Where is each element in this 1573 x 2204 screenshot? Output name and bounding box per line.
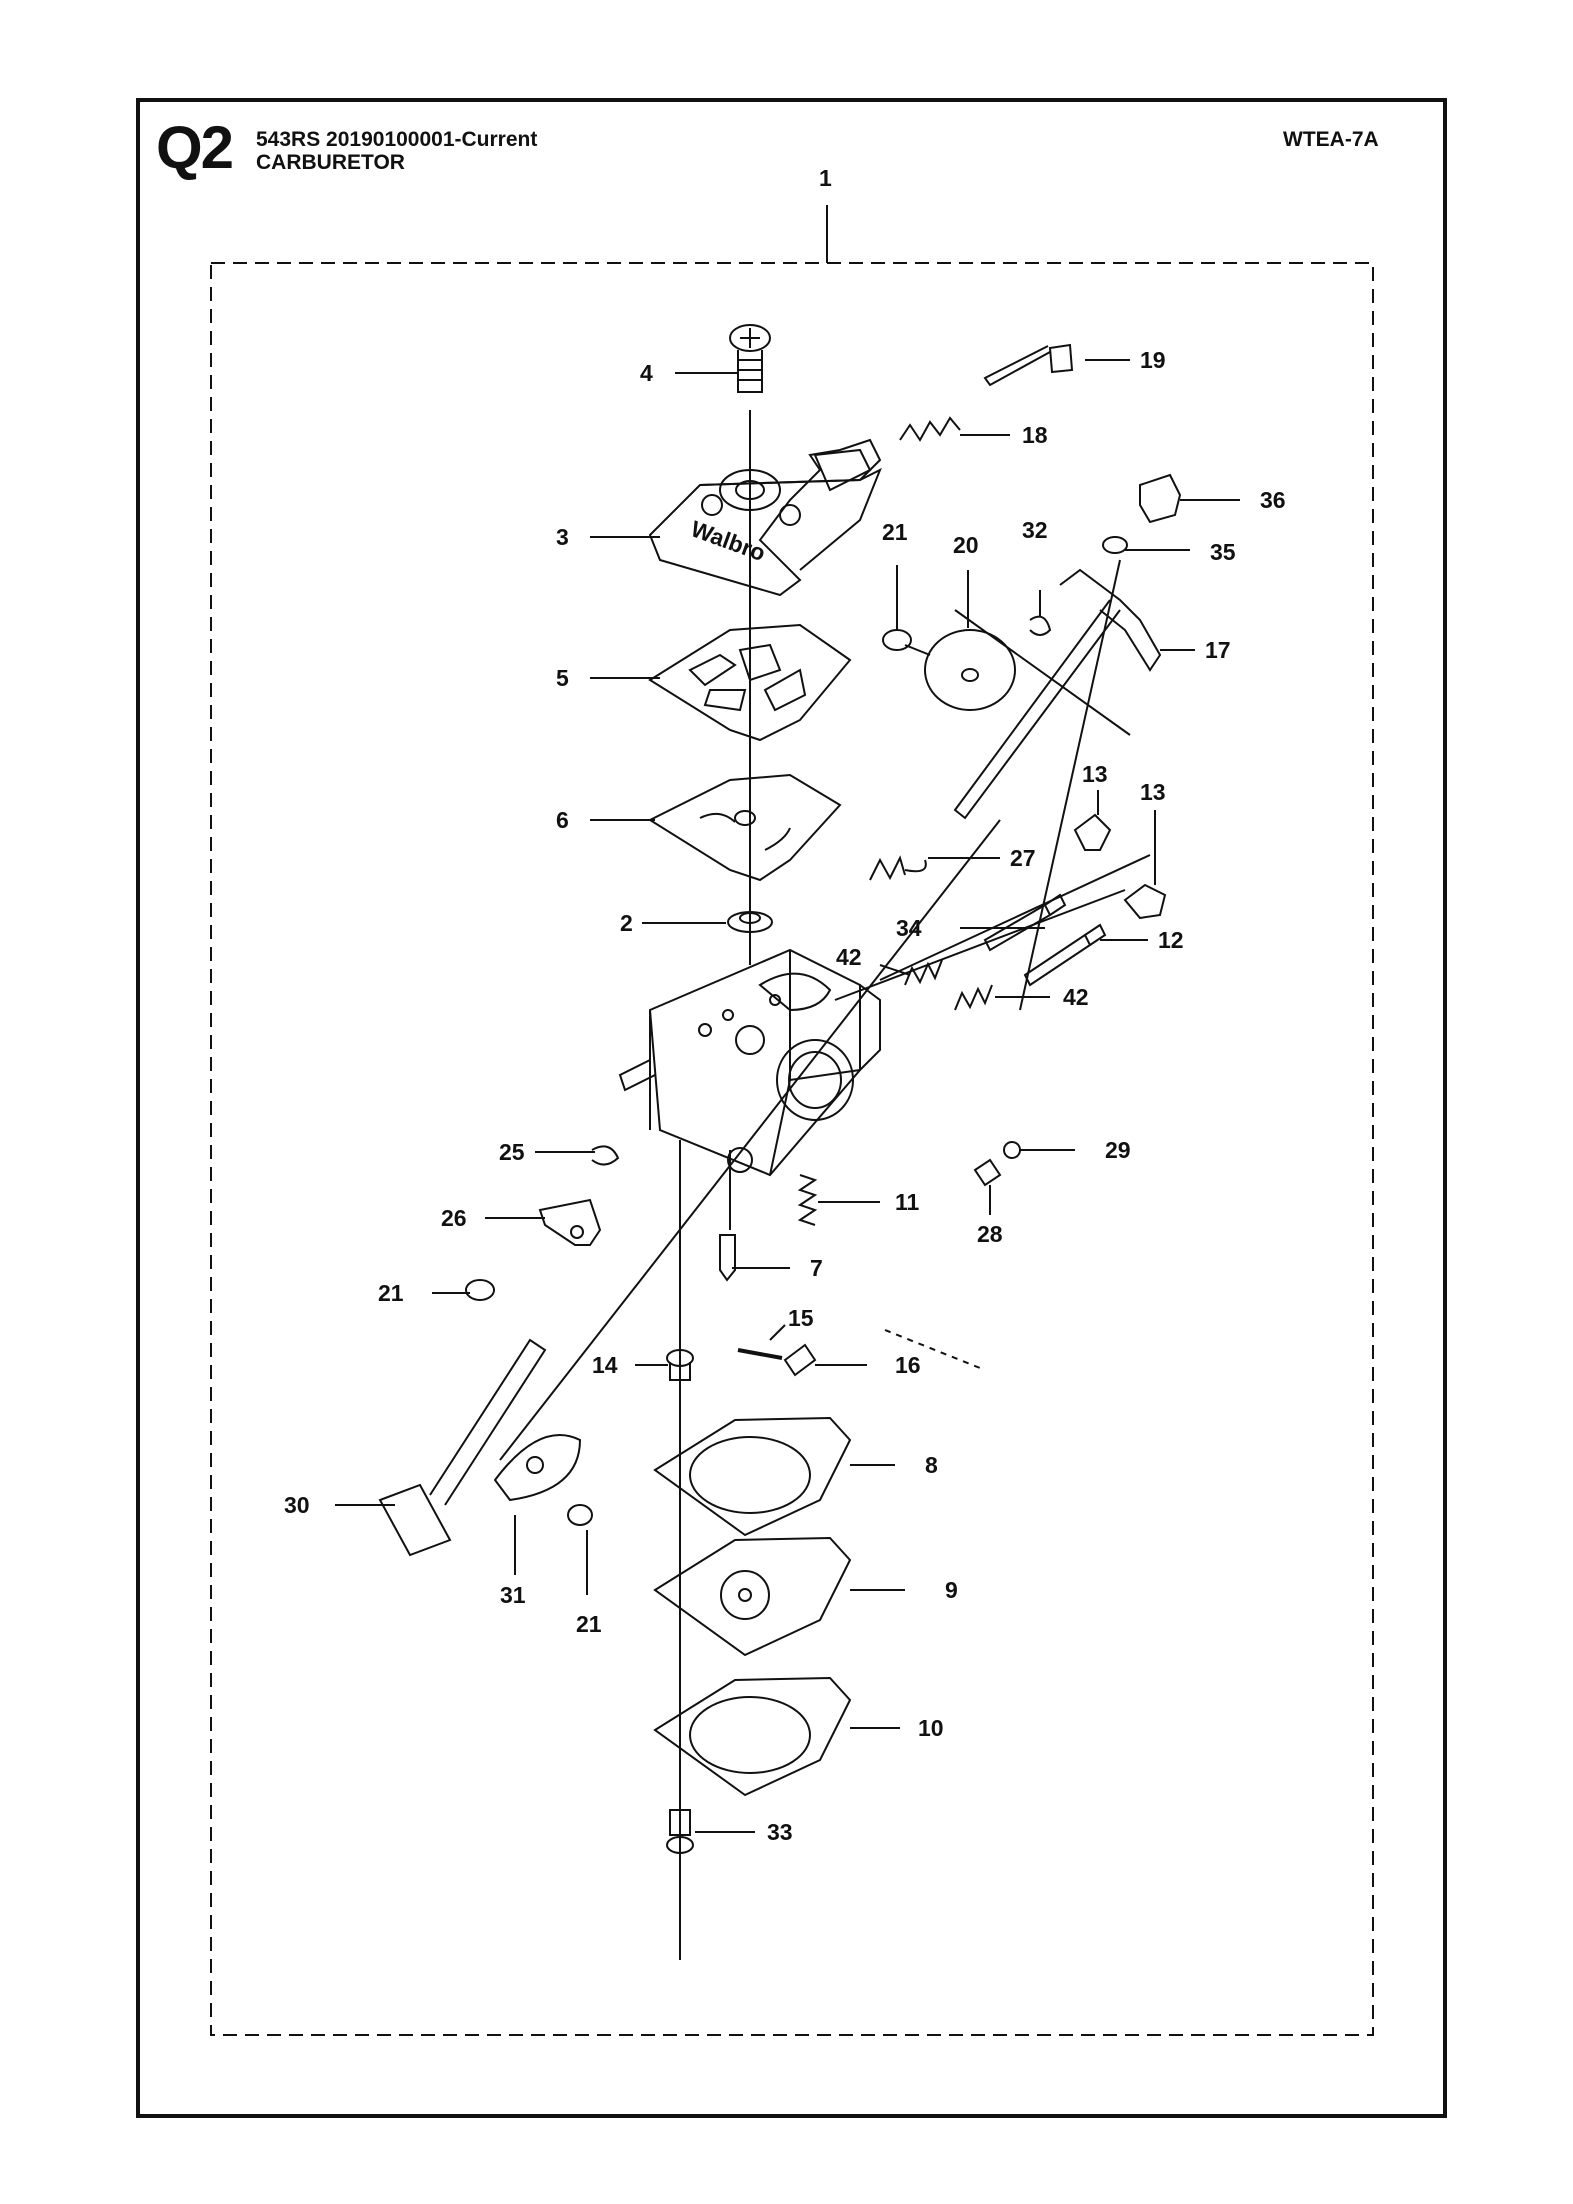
clip-part-25 — [591, 1145, 620, 1166]
spring-part-42-lower — [954, 984, 993, 1011]
carburetor-body — [618, 948, 881, 1177]
callout-42-upper: 42 — [836, 944, 862, 970]
clip-part-32 — [1029, 615, 1052, 636]
callout-26: 26 — [441, 1205, 467, 1231]
model-line: 543RS 20190100001-Current — [256, 128, 538, 151]
callout-7: 7 — [810, 1255, 823, 1281]
cover-gasket-part-10 — [653, 1676, 852, 1797]
callout-15: 15 — [788, 1305, 814, 1331]
callout-17: 17 — [1205, 637, 1231, 663]
screw-part-33 — [666, 1809, 694, 1854]
callout-34: 34 — [896, 915, 922, 941]
gasket-part-5 — [648, 623, 852, 742]
screw-part-21-top — [882, 629, 931, 656]
needle-part-2 — [727, 911, 773, 933]
callout-labels: 1 4 19 18 3 36 35 32 21 20 17 5 6 13 13 … — [284, 165, 1286, 1845]
callout-10: 10 — [918, 1715, 944, 1741]
needle-part-7 — [719, 1234, 736, 1282]
spring-part-11 — [797, 1174, 818, 1226]
leader-lines — [335, 359, 1240, 1833]
brand-marking: Walbro — [688, 515, 769, 566]
callout-14: 14 — [592, 1352, 618, 1378]
gasket-part-8 — [653, 1416, 852, 1537]
diaphragm-part-9 — [653, 1536, 852, 1657]
callout-2: 2 — [620, 910, 633, 936]
callout-16: 16 — [895, 1352, 921, 1378]
pin-part-15 — [737, 1348, 783, 1360]
cap-part-13-left — [1073, 813, 1112, 851]
lever-part-26 — [538, 1198, 602, 1246]
callout-4: 4 — [640, 360, 653, 386]
callout-36: 36 — [1260, 487, 1286, 513]
needle-part-34 — [983, 893, 1067, 952]
cap-part-13-right — [1123, 883, 1167, 920]
lever-part-16 — [783, 1343, 817, 1377]
callout-19: 19 — [1140, 347, 1166, 373]
callout-21-bottom: 21 — [576, 1611, 602, 1637]
pump-cover-part-3 — [648, 438, 882, 597]
needle-part-12 — [1023, 923, 1107, 987]
callout-5: 5 — [556, 665, 569, 691]
callout-6: 6 — [556, 807, 569, 833]
callout-35: 35 — [1210, 539, 1236, 565]
callout-21-top: 21 — [882, 519, 908, 545]
callout-27: 27 — [1010, 845, 1036, 871]
callout-30: 30 — [284, 1492, 310, 1518]
callout-33: 33 — [767, 1819, 793, 1845]
screw-part-21-bottom — [567, 1504, 593, 1526]
callout-21-left: 21 — [378, 1280, 404, 1306]
callout-18: 18 — [1022, 422, 1048, 448]
callout-1: 1 — [819, 165, 832, 191]
throttle-plate-part-31 — [493, 1434, 582, 1502]
callout-9: 9 — [945, 1577, 958, 1603]
callout-25: 25 — [499, 1139, 525, 1165]
diagram-code: WTEA-7A — [1283, 128, 1379, 151]
diaphragm-part-6 — [647, 773, 842, 882]
screw-part-28 — [973, 1158, 1002, 1187]
callout-42-lower: 42 — [1063, 984, 1089, 1010]
throttle-shaft-part-30 — [378, 1338, 547, 1557]
callout-29: 29 — [1105, 1137, 1131, 1163]
callout-12: 12 — [1158, 927, 1184, 953]
plunger-part-19 — [983, 343, 1074, 387]
ball-part-29 — [1003, 1141, 1021, 1159]
screw-part-4 — [729, 324, 771, 393]
callout-8: 8 — [925, 1452, 938, 1478]
assembly-boundary — [210, 262, 1374, 2036]
washer-part-35 — [1102, 536, 1128, 554]
callout-11: 11 — [895, 1189, 920, 1215]
callout-13-left: 13 — [1082, 761, 1108, 787]
callout-13-right: 13 — [1140, 779, 1166, 805]
choke-plate-part-20 — [924, 629, 1016, 711]
screw-part-14 — [666, 1349, 694, 1381]
spring-part-27 — [869, 855, 927, 881]
callout-3: 3 — [556, 524, 569, 550]
page-frame — [136, 98, 1447, 2118]
callout-31: 31 — [500, 1582, 526, 1608]
section-code: Q2 — [156, 114, 234, 181]
callout-20: 20 — [953, 532, 979, 558]
callout-32: 32 — [1022, 517, 1048, 543]
choke-lever-part-17 — [953, 568, 1162, 820]
callout-28: 28 — [977, 1221, 1003, 1247]
knob-part-36 — [1139, 473, 1182, 524]
page-title: CARBURETOR — [256, 151, 405, 174]
screw-part-21-left — [465, 1279, 495, 1301]
spring-part-42-upper — [904, 959, 943, 986]
spring-part-18 — [899, 416, 961, 442]
